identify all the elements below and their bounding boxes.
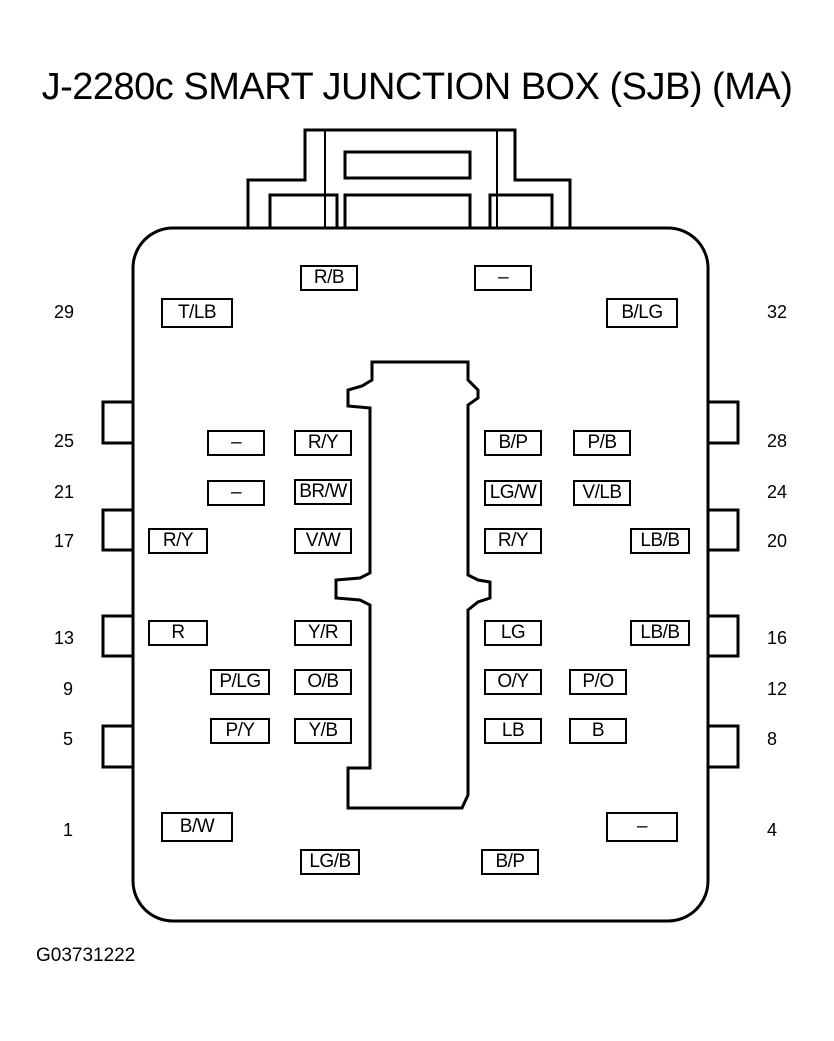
pin-number-17: 17 — [53, 531, 75, 551]
pin-number-8: 8 — [766, 729, 777, 749]
wire-label-r4-d: LB/B — [630, 620, 690, 646]
wire-label-r6-b: Y/B — [294, 718, 352, 744]
pin-number-13: 13 — [53, 628, 75, 648]
wire-label-r4-a: R — [148, 620, 208, 646]
wire-label-r1-a: – — [207, 430, 265, 456]
pin-number-1: 1 — [62, 820, 73, 840]
pin-number-29: 29 — [53, 302, 75, 322]
wire-label-r1-b: R/Y — [294, 430, 352, 456]
wire-label-r3-b: V/W — [294, 528, 352, 554]
wire-label-r2-d: V/LB — [573, 480, 631, 506]
pin-number-5: 5 — [62, 729, 73, 749]
wire-label-top-dash: – — [474, 265, 532, 291]
pin-number-9: 9 — [62, 679, 73, 699]
wire-label-r4-b: Y/R — [294, 620, 352, 646]
wire-label-bot-bp: B/P — [481, 849, 539, 875]
wire-label-r2-c: LG/W — [484, 480, 542, 506]
wire-label-tlb: T/LB — [161, 298, 233, 328]
wire-label-r6-c: LB — [484, 718, 542, 744]
wire-label-r5-c: O/Y — [484, 669, 542, 695]
wire-label-r3-d: LB/B — [630, 528, 690, 554]
pin-number-12: 12 — [766, 679, 788, 699]
wire-label-br-dash: – — [606, 812, 678, 842]
wire-label-r1-c: B/P — [484, 430, 542, 456]
wire-label-r5-b: O/B — [294, 669, 352, 695]
wire-label-r5-a: P/LG — [210, 669, 270, 695]
pin-number-24: 24 — [766, 482, 788, 502]
wire-label-r2-b: BR/W — [294, 479, 352, 505]
wire-label-bw: B/W — [161, 812, 233, 842]
wire-label-r3-a: R/Y — [148, 528, 208, 554]
figure-id: G03731222 — [36, 945, 136, 966]
wire-label-r6-d: B — [569, 718, 627, 744]
pin-number-16: 16 — [766, 628, 788, 648]
wire-label-r6-a: P/Y — [210, 718, 270, 744]
diagram-title: J-2280c SMART JUNCTION BOX (SJB) (MA) — [41, 66, 793, 108]
pin-number-4: 4 — [766, 820, 777, 840]
wire-label-r4-c: LG — [484, 620, 542, 646]
wire-label-r2-a: – — [207, 480, 265, 506]
pin-number-25: 25 — [53, 431, 75, 451]
wire-label-r3-c: R/Y — [484, 528, 542, 554]
pin-number-20: 20 — [766, 531, 788, 551]
pin-number-28: 28 — [766, 431, 788, 451]
wire-label-blg: B/LG — [606, 298, 678, 328]
wire-label-r5-d: P/O — [569, 669, 627, 695]
wire-label-bot-lgb: LG/B — [300, 849, 360, 875]
pin-number-21: 21 — [53, 482, 75, 502]
wire-label-r1-d: P/B — [573, 430, 631, 456]
pin-number-32: 32 — [766, 302, 788, 322]
wire-label-top-rb: R/B — [300, 265, 358, 291]
